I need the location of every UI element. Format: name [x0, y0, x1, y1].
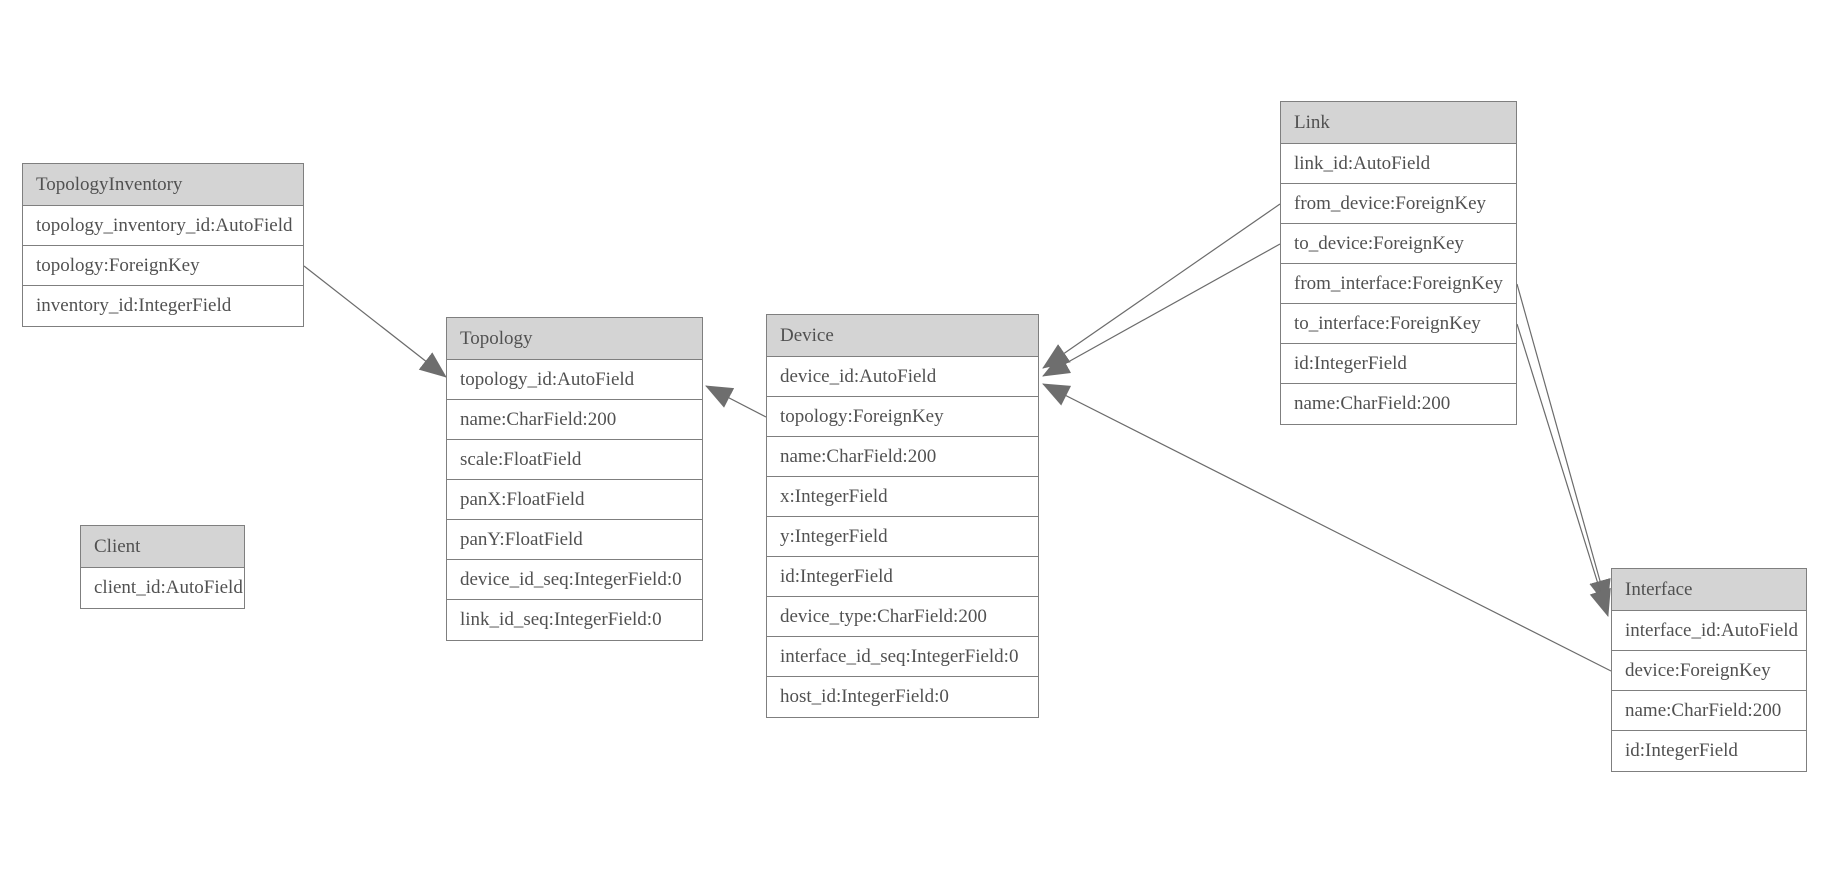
entity-field-row: link_id_seq:IntegerField:0: [447, 600, 702, 640]
entity-topology-header: Topology: [447, 318, 702, 360]
entity-topology: Topology topology_id:AutoField name:Char…: [446, 317, 703, 641]
entity-field-row: host_id:IntegerField:0: [767, 677, 1038, 717]
entity-field-row: topology:ForeignKey: [23, 246, 303, 286]
entity-field-row: id:IntegerField: [1281, 344, 1516, 384]
entity-field-row: scale:FloatField: [447, 440, 702, 480]
entity-field-row: client_id:AutoField: [81, 568, 244, 608]
entity-field-row: device_type:CharField:200: [767, 597, 1038, 637]
edge-device-topology: [705, 385, 767, 418]
entity-field-row: to_interface:ForeignKey: [1281, 304, 1516, 344]
entity-field-row: y:IntegerField: [767, 517, 1038, 557]
entity-client: Client client_id:AutoField: [80, 525, 245, 609]
entity-field-row: name:CharField:200: [447, 400, 702, 440]
entity-interface: Interface interface_id:AutoField device:…: [1611, 568, 1807, 772]
edge-link-frominterface-interface: [1516, 283, 1611, 607]
entity-device: Device device_id:AutoField topology:Fore…: [766, 314, 1039, 718]
entity-field-row: x:IntegerField: [767, 477, 1038, 517]
entity-field-row: from_device:ForeignKey: [1281, 184, 1516, 224]
entity-field-row: from_interface:ForeignKey: [1281, 264, 1516, 304]
entity-field-row: topology:ForeignKey: [767, 397, 1038, 437]
entity-field-row: device:ForeignKey: [1612, 651, 1806, 691]
entity-topology-inventory-header: TopologyInventory: [23, 164, 303, 206]
entity-field-row: to_device:ForeignKey: [1281, 224, 1516, 264]
entity-field-row: topology_inventory_id:AutoField: [23, 206, 303, 246]
entity-field-row: panY:FloatField: [447, 520, 702, 560]
edge-link-tointerface-interface: [1516, 323, 1611, 617]
entity-field-row: device_id:AutoField: [767, 357, 1038, 397]
entity-field-row: interface_id_seq:IntegerField:0: [767, 637, 1038, 677]
entity-field-row: name:CharField:200: [1612, 691, 1806, 731]
entity-field-row: name:CharField:200: [1281, 384, 1516, 424]
entity-field-row: panX:FloatField: [447, 480, 702, 520]
entity-device-header: Device: [767, 315, 1038, 357]
edge-topologyinventory-topology: [303, 265, 447, 378]
entity-field-row: inventory_id:IntegerField: [23, 286, 303, 326]
edge-link-todevice-device: [1042, 243, 1281, 377]
entity-field-row: interface_id:AutoField: [1612, 611, 1806, 651]
entity-field-row: id:IntegerField: [767, 557, 1038, 597]
entity-link-header: Link: [1281, 102, 1516, 144]
entity-field-row: link_id:AutoField: [1281, 144, 1516, 184]
edge-link-fromdevice-device: [1042, 203, 1281, 369]
entity-field-row: id:IntegerField: [1612, 731, 1806, 771]
entity-field-row: name:CharField:200: [767, 437, 1038, 477]
entity-field-row: topology_id:AutoField: [447, 360, 702, 400]
entity-client-header: Client: [81, 526, 244, 568]
entity-interface-header: Interface: [1612, 569, 1806, 611]
edge-interface-device: [1042, 383, 1612, 672]
entity-link: Link link_id:AutoField from_device:Forei…: [1280, 101, 1517, 425]
entity-field-row: device_id_seq:IntegerField:0: [447, 560, 702, 600]
entity-topology-inventory: TopologyInventory topology_inventory_id:…: [22, 163, 304, 327]
